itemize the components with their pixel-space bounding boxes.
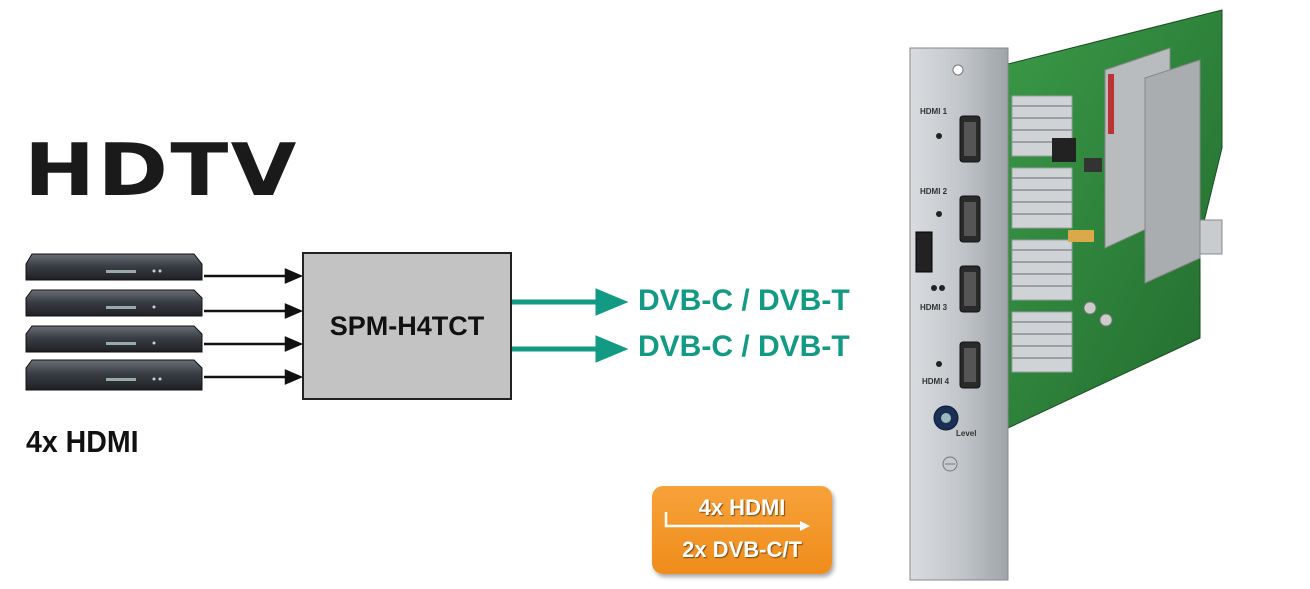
page-title: HDTV: [24, 128, 299, 212]
knob-label: Level: [956, 429, 976, 438]
port-label-1: HDMI 1: [920, 107, 948, 116]
output-label-1: DVB-C / DVB-T: [638, 284, 850, 317]
inputs-label: 4x HDMI: [26, 424, 139, 459]
port-label-3: HDMI 3: [920, 303, 948, 312]
port-label-2: HDMI 2: [920, 187, 948, 196]
receiver-icon: [25, 359, 203, 391]
output-label-2: DVB-C / DVB-T: [638, 330, 850, 363]
feature-badge: 4x HDMI 2x DVB-C/T: [652, 486, 832, 574]
module-name: SPM-H4TCT: [329, 310, 485, 341]
shield-can: [1144, 59, 1201, 284]
port-label-4: HDMI 4: [922, 377, 950, 386]
badge-arrow-icon: [664, 512, 810, 531]
receiver-icon: [25, 253, 203, 281]
component: [1108, 74, 1114, 134]
chip: [1052, 138, 1076, 162]
receiver-icon: [25, 289, 203, 317]
module-box: SPM-H4TCT: [302, 252, 512, 400]
badge-line-2: 2x DVB-C/T: [682, 537, 802, 562]
front-plate: [909, 47, 1009, 581]
chip: [1084, 158, 1102, 172]
crystal: [1068, 230, 1094, 242]
module-card-image: HDMI 1 HDMI 2 HDMI 3 HDMI 4 Level: [909, 9, 1223, 581]
usb-port: [915, 231, 933, 273]
receiver-icon: [25, 325, 203, 353]
receiver-stack-icon: [25, 253, 203, 391]
rf-connector: [1199, 219, 1223, 255]
badge-line-1: 4x HDMI: [698, 495, 786, 520]
